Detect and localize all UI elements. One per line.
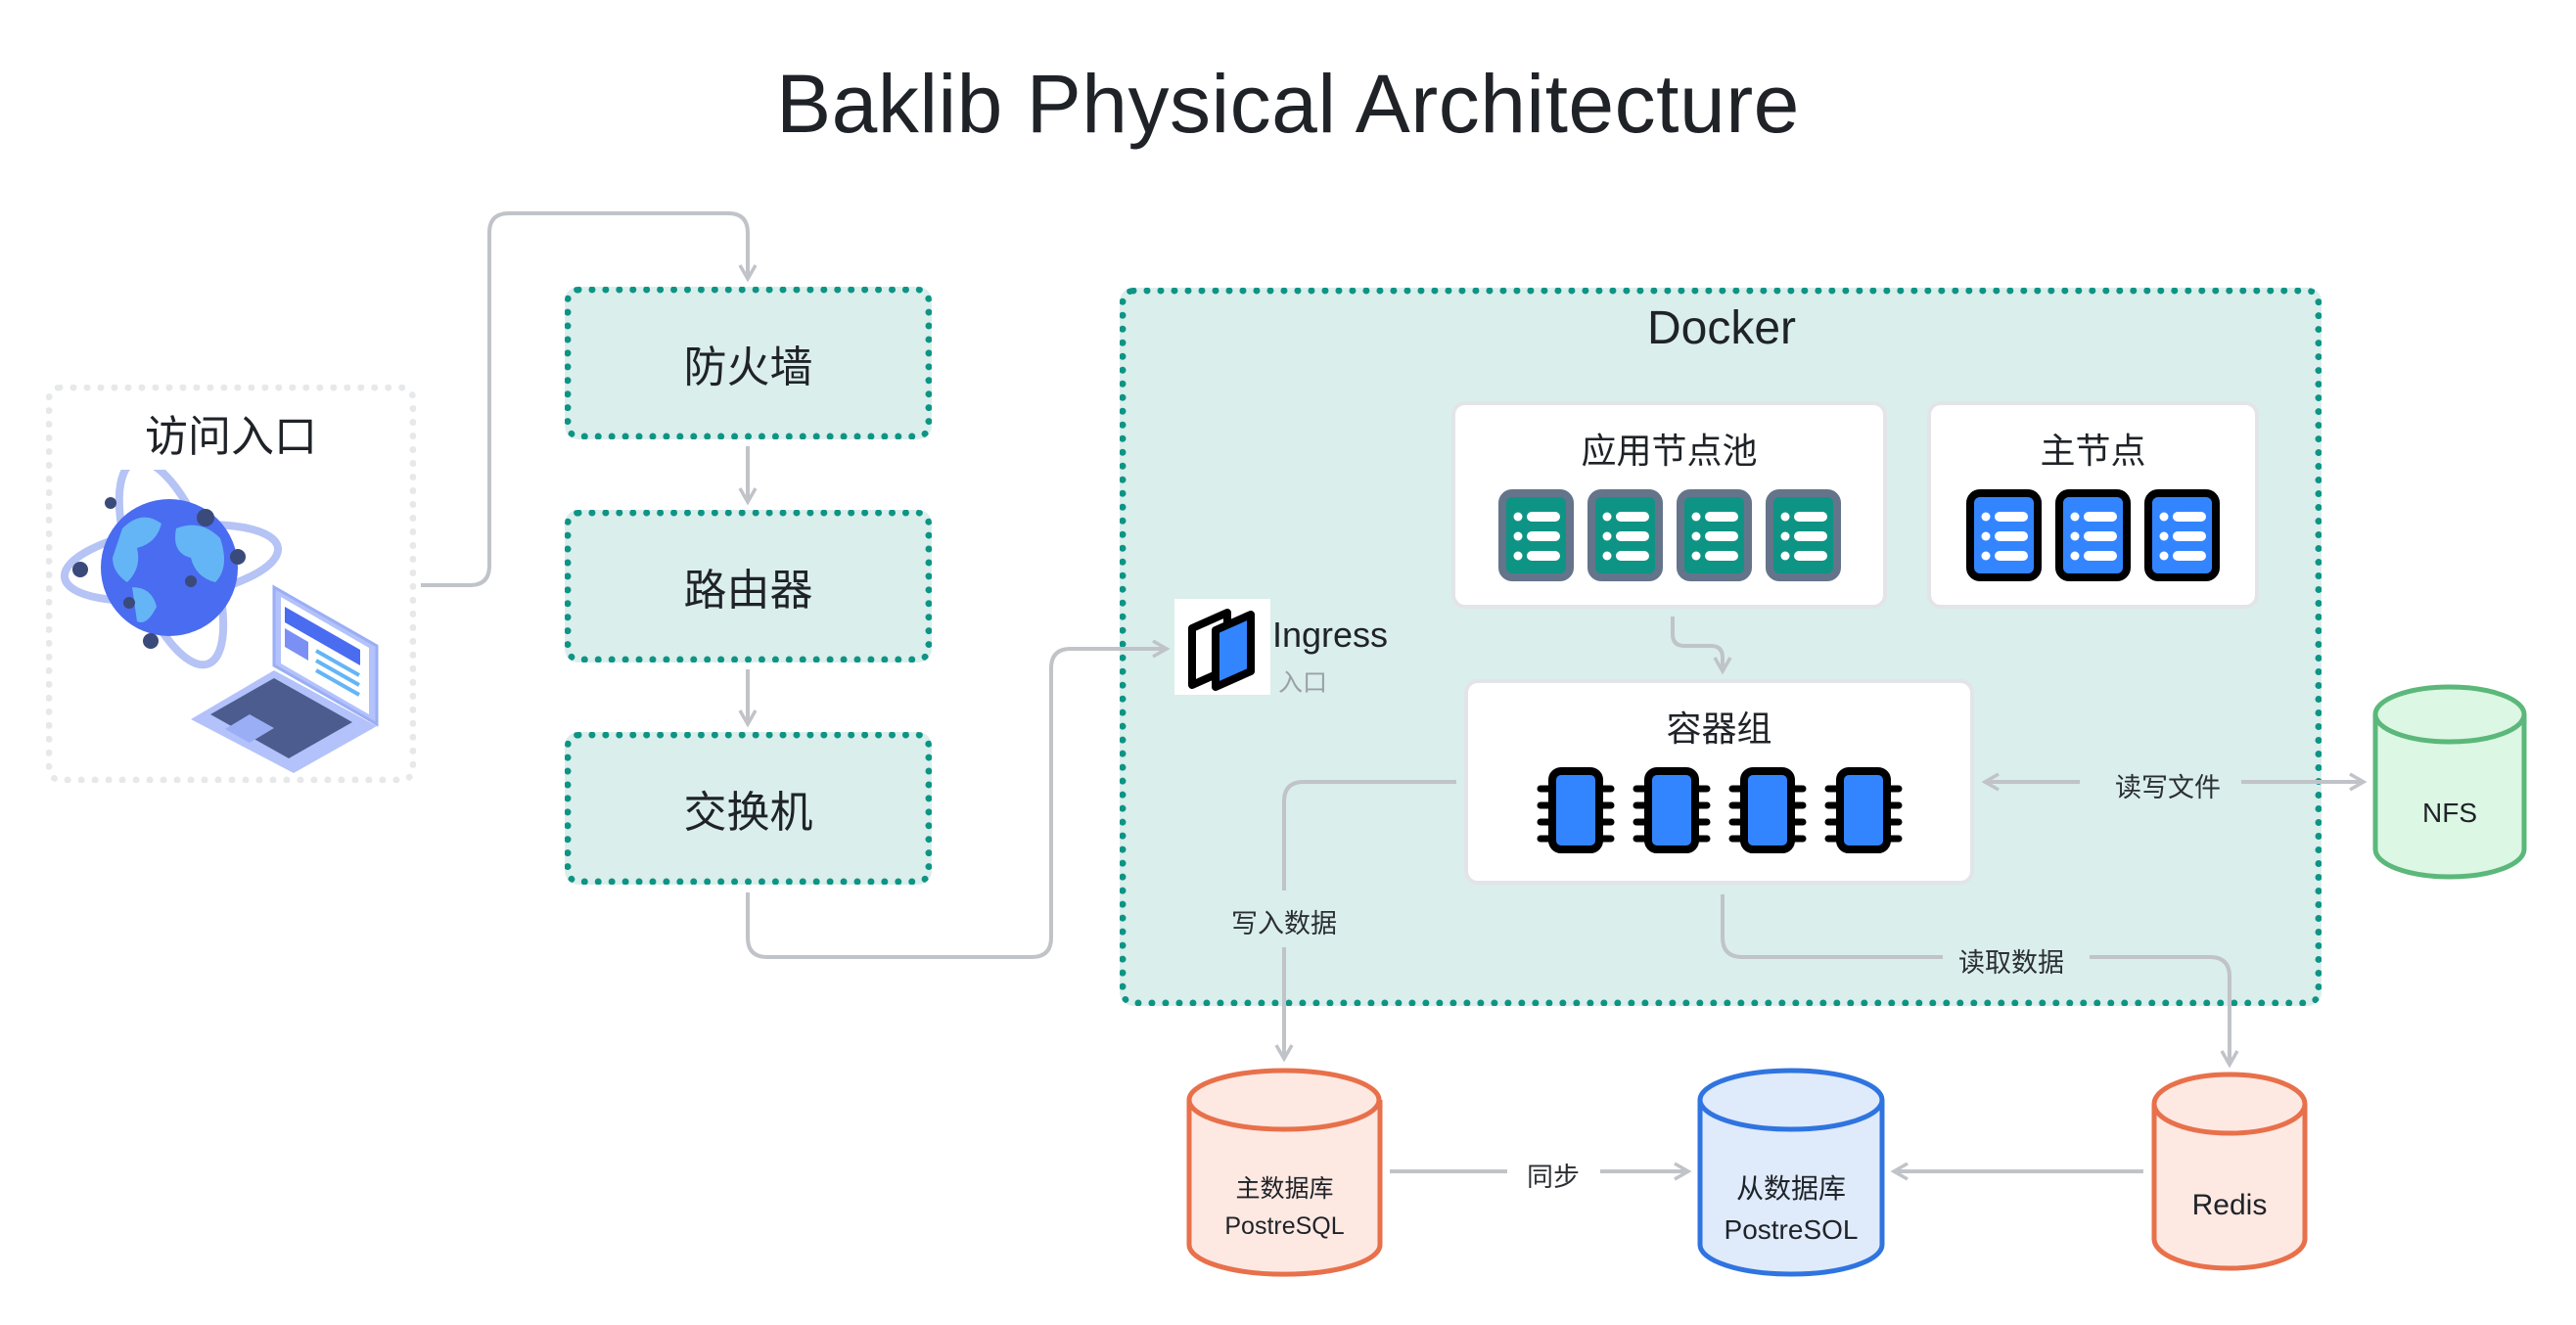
globe-icon xyxy=(60,470,283,669)
edge-label-write-data: 写入数据 xyxy=(1231,909,1337,938)
ingress-icon-box[interactable] xyxy=(1174,599,1270,695)
chip-icon xyxy=(1728,767,1806,853)
connector-pool-to-containers xyxy=(1671,617,1732,675)
nfs-label: NFS xyxy=(2422,798,2477,828)
server-icon xyxy=(1587,489,1663,581)
chip-icon xyxy=(1824,767,1902,853)
app-node-pool-card[interactable]: 应用节点池 xyxy=(1451,401,1887,609)
server-icon xyxy=(2055,489,2131,581)
replica-db-label: 从数据库 PostreSOL xyxy=(1698,1168,1884,1251)
master-db-name: 主数据库 xyxy=(1235,1175,1334,1203)
firewall-box[interactable]: 防火墙 xyxy=(565,287,932,439)
chip-icon xyxy=(1633,767,1710,853)
router-label: 路由器 xyxy=(683,567,813,615)
master-nodes-label: 主节点 xyxy=(2040,431,2146,471)
access-entry-label: 访问入口 xyxy=(145,413,317,461)
server-icon xyxy=(2144,489,2220,581)
master-db-engine: PostreSQL xyxy=(1224,1212,1345,1240)
container-group-card[interactable]: 容器组 xyxy=(1464,679,1974,885)
chip-icon xyxy=(1537,767,1614,853)
server-icon xyxy=(1497,489,1574,581)
master-db-cylinder xyxy=(1186,1068,1383,1277)
router-box[interactable]: 路由器 xyxy=(565,510,932,662)
replica-db-name: 从数据库 xyxy=(1735,1173,1846,1204)
firewall-label: 防火墙 xyxy=(683,343,813,391)
connector-containers-to-redis xyxy=(1721,894,2230,1065)
ingress-sublabel: 入口 xyxy=(1278,669,1328,697)
switch-box[interactable]: 交换机 xyxy=(565,732,932,885)
docker-label: Docker xyxy=(1646,302,1797,354)
app-node-pool-label: 应用节点池 xyxy=(1581,431,1758,471)
replica-db-engine: PostreSOL xyxy=(1724,1214,1859,1245)
edge-label-read-data: 读取数据 xyxy=(1958,948,2064,978)
connector-switch-to-ingress xyxy=(746,639,1171,959)
redis-label: Redis xyxy=(2191,1189,2268,1221)
globe-laptop-illustration xyxy=(60,470,379,773)
connector-access-to-firewall xyxy=(421,211,758,587)
master-nodes-card[interactable]: 主节点 xyxy=(1927,401,2259,609)
server-icon xyxy=(1966,489,2042,581)
edge-label-sync: 同步 xyxy=(1527,1163,1580,1192)
laptop-icon xyxy=(191,584,379,773)
master-db-label: 主数据库 PostreSQL xyxy=(1187,1170,1382,1245)
container-group-label: 容器组 xyxy=(1666,708,1772,749)
diagram-title: Baklib Physical Architecture xyxy=(776,58,1800,150)
server-icon xyxy=(1676,489,1752,581)
replica-db-cylinder xyxy=(1697,1068,1885,1277)
access-entry-box[interactable] xyxy=(46,385,416,783)
ingress-label: Ingress xyxy=(1272,615,1389,655)
redis-cylinder xyxy=(2151,1072,2308,1271)
switch-label: 交换机 xyxy=(683,789,813,837)
server-icon xyxy=(1765,489,1841,581)
nfs-cylinder xyxy=(2372,684,2527,880)
ingress-icon xyxy=(1188,609,1255,691)
edge-label-read-write-files: 读写文件 xyxy=(2115,773,2221,802)
connector-containers-to-master-db xyxy=(1284,780,1456,1059)
